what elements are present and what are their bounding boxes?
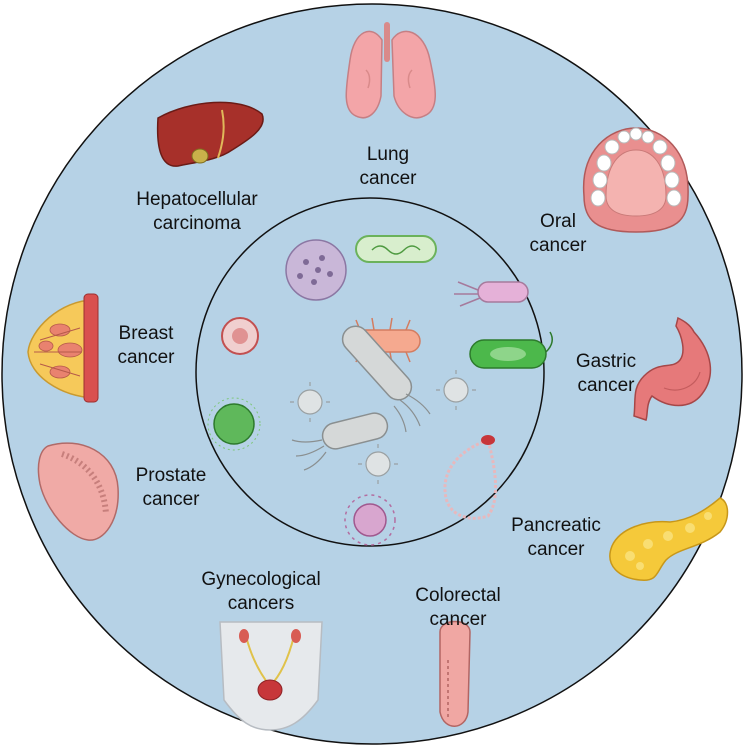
bacillus-bacterium-icon xyxy=(356,236,436,262)
label-gynecological-cancers: Gynecologicalcancers xyxy=(186,568,336,616)
virus-icon xyxy=(222,318,258,354)
colon-icon xyxy=(440,622,470,727)
virus-icon xyxy=(286,240,346,300)
label-prostate-cancer: Prostatecancer xyxy=(126,464,216,512)
uterus-icon xyxy=(220,622,322,730)
label-oral-cancer: Oralcancer xyxy=(518,210,598,258)
label-breast-cancer: Breastcancer xyxy=(106,322,186,370)
teeth-icon xyxy=(584,128,688,232)
label-pancreatic-cancer: Pancreaticcancer xyxy=(498,514,614,562)
label-gastric-cancer: Gastriccancer xyxy=(566,350,646,398)
label-colorectal-cancer: Colorectalcancer xyxy=(400,584,516,632)
label-lung-cancer: Lungcancer xyxy=(348,143,428,191)
label-hepatocellular-carcinoma: Hepatocellularcarcinoma xyxy=(112,188,282,236)
